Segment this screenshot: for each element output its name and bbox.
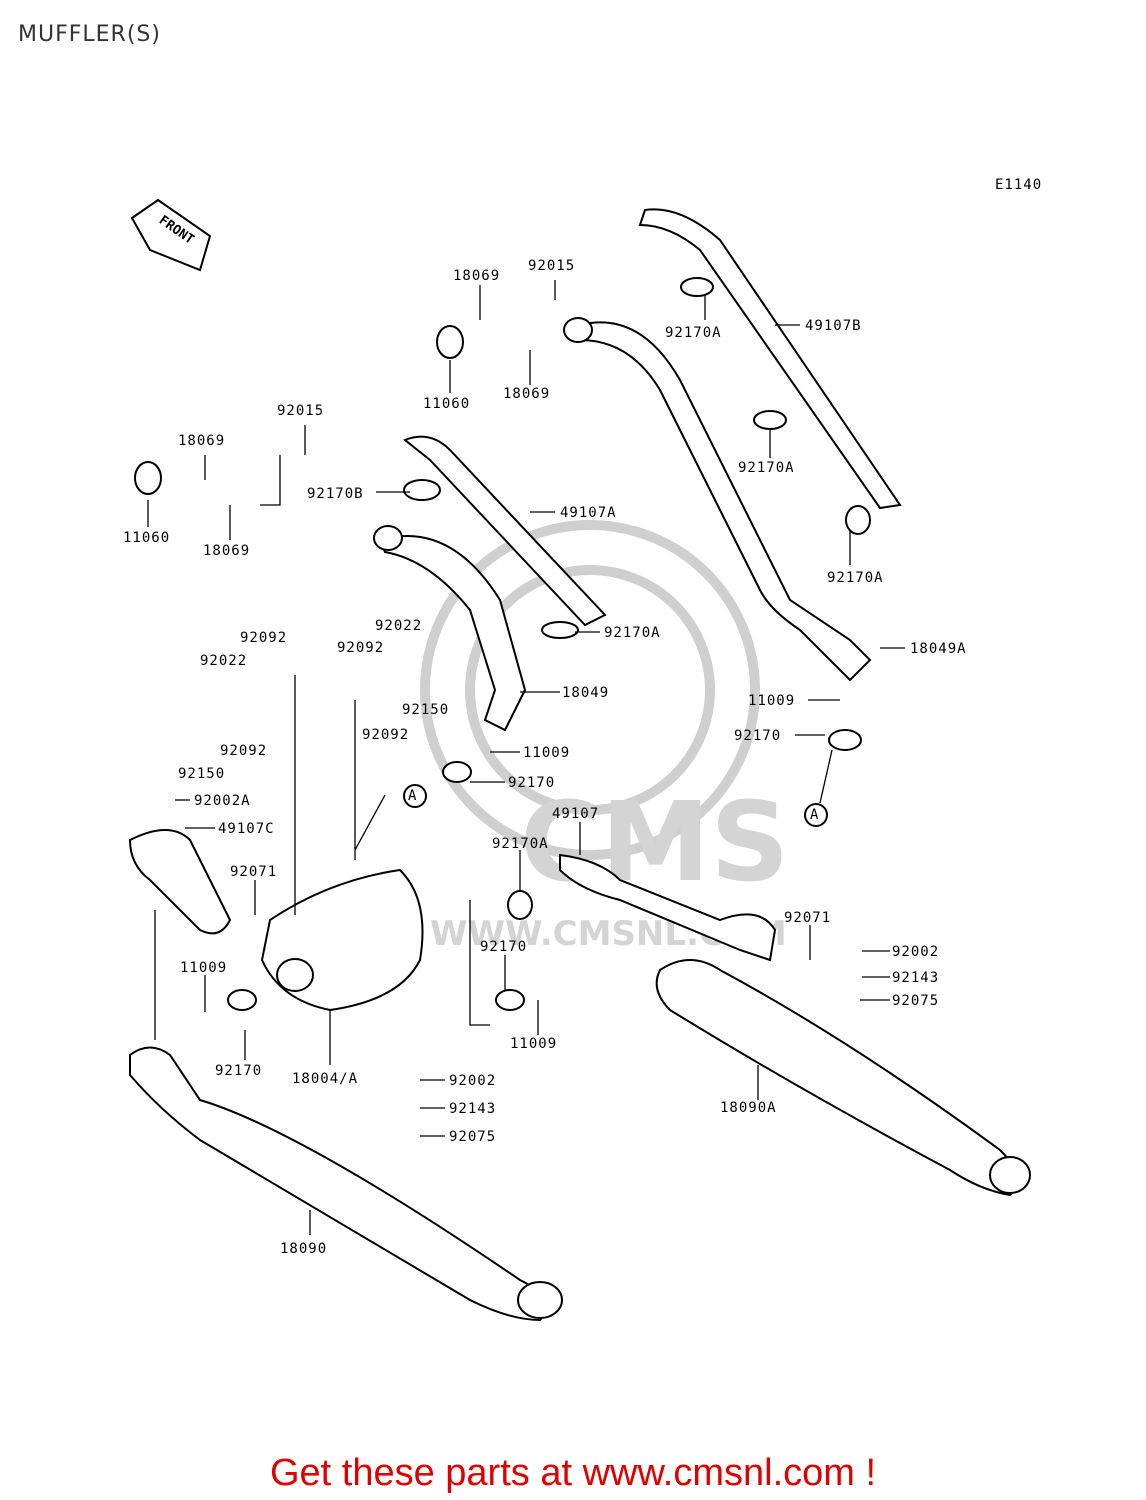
muffler-18090A xyxy=(559,853,1031,1197)
part-label: 92170 xyxy=(508,775,555,791)
part-label: 92170A xyxy=(665,325,722,341)
callout-circle-a-left xyxy=(403,784,427,808)
part-label: 92170A xyxy=(492,836,549,852)
part-label: 92002 xyxy=(449,1073,496,1089)
part-label: 92170A xyxy=(827,570,884,586)
part-label: 11009 xyxy=(523,745,570,761)
footer-link[interactable]: Get these parts at www.cmsnl.com ! xyxy=(269,1452,877,1494)
part-label: 92170A xyxy=(604,625,661,641)
part-label: 92071 xyxy=(230,864,277,880)
silencer-18004 xyxy=(260,868,424,1012)
leader-lines xyxy=(147,280,905,1235)
page-title: MUFFLER(S) xyxy=(18,22,161,47)
part-label: 92143 xyxy=(892,970,939,986)
callout-a-right: A xyxy=(810,807,819,823)
part-label: 92150 xyxy=(402,702,449,718)
part-label: 11009 xyxy=(748,693,795,709)
part-label: 92022 xyxy=(375,618,422,634)
part-label: 92002A xyxy=(194,793,251,809)
part-label: 92170B xyxy=(307,486,364,502)
gaskets-and-clamps xyxy=(134,277,871,1011)
part-label: 18090 xyxy=(280,1241,327,1257)
part-label: 18069 xyxy=(203,543,250,559)
part-label: 92092 xyxy=(220,743,267,759)
part-label: 92022 xyxy=(200,653,247,669)
part-label: 18069 xyxy=(503,386,550,402)
part-label: 18049A xyxy=(910,641,967,657)
part-label: 92075 xyxy=(449,1129,496,1145)
part-label: 92170A xyxy=(738,460,795,476)
diagram-code: E1140 xyxy=(995,177,1042,193)
callout-a-left: A xyxy=(408,788,417,804)
part-label: 92092 xyxy=(362,727,409,743)
part-label: 92002 xyxy=(892,944,939,960)
part-label: 92170 xyxy=(734,728,781,744)
part-label: 92170 xyxy=(215,1063,262,1079)
part-label: 92071 xyxy=(784,910,831,926)
callout-circle-a-right xyxy=(804,803,828,827)
part-label: 11009 xyxy=(180,960,227,976)
part-label: 18090A xyxy=(720,1100,777,1116)
part-label: 11060 xyxy=(123,530,170,546)
part-label: 92015 xyxy=(528,258,575,274)
part-label: 92150 xyxy=(178,766,225,782)
part-label: 92092 xyxy=(337,640,384,656)
part-label: 49107C xyxy=(218,821,275,837)
part-label: 49107B xyxy=(805,318,862,334)
part-label: 18069 xyxy=(453,268,500,284)
part-label: 49107A xyxy=(560,505,617,521)
part-label: 18049 xyxy=(562,685,609,701)
part-label: 92092 xyxy=(240,630,287,646)
watermark-logo-text: CMS xyxy=(520,778,789,906)
part-label: 92075 xyxy=(892,993,939,1009)
part-label: 18069 xyxy=(178,433,225,449)
exhaust-pipe-49107A xyxy=(373,435,607,732)
part-label: 92170 xyxy=(480,939,527,955)
part-label: 11060 xyxy=(423,396,470,412)
part-label: 92143 xyxy=(449,1101,496,1117)
muffler-18090 xyxy=(128,829,563,1322)
part-label: 92015 xyxy=(277,403,324,419)
part-label: 49107 xyxy=(552,806,599,822)
part-label: 18004/A xyxy=(292,1071,358,1087)
part-label: 11009 xyxy=(510,1036,557,1052)
front-arrow-icon: FRONT xyxy=(130,198,212,272)
exhaust-pipe-49107B xyxy=(563,208,902,682)
